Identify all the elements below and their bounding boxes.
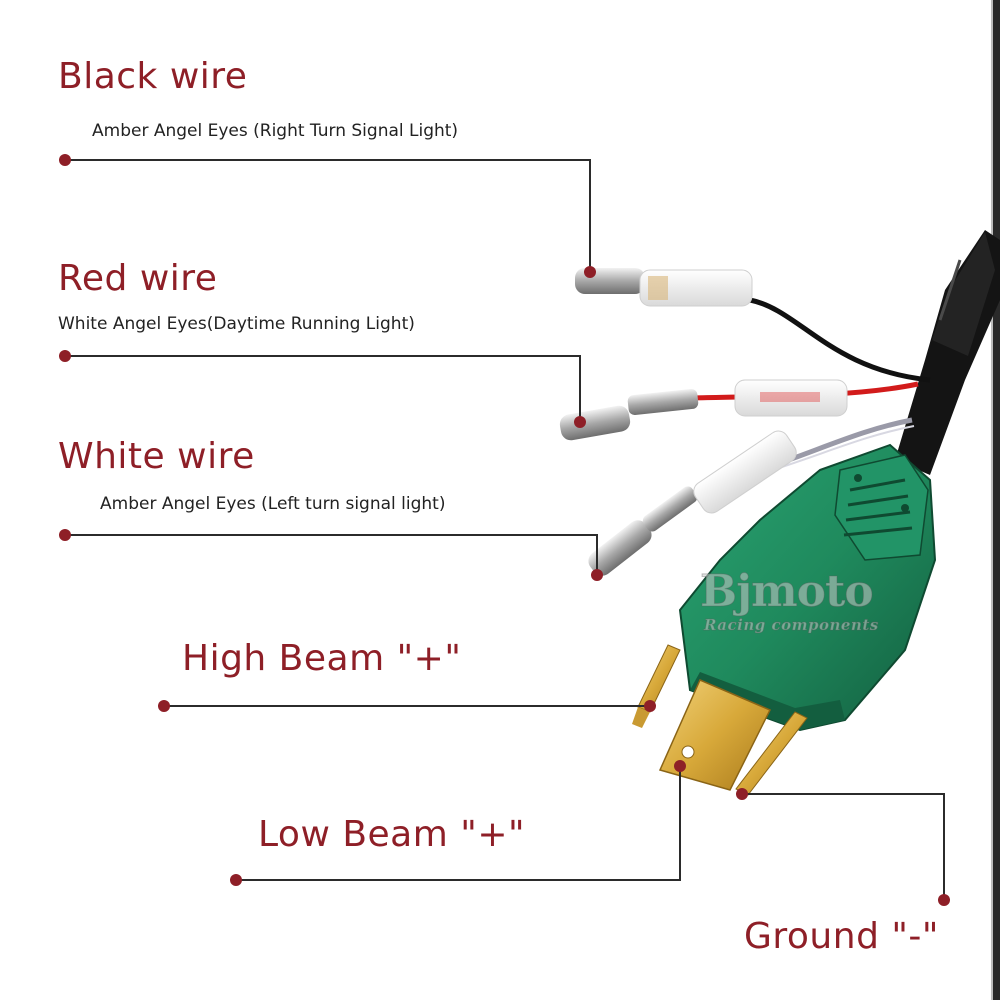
low-beam-pin (658, 679, 772, 791)
ground-title: Ground "-" (744, 916, 939, 957)
brand-tagline-watermark: Racing components (704, 616, 879, 635)
dot (736, 788, 748, 800)
black-wire-description: Amber Angel Eyes (Right Turn Signal Ligh… (92, 121, 459, 141)
white-wire-description: Amber Angel Eyes (Left turn signal light… (100, 494, 446, 514)
black-wire-title: Black wire (58, 56, 248, 97)
white-wire-terminal (588, 430, 797, 576)
dot (59, 154, 71, 166)
leader-white-wire (65, 534, 598, 575)
dot (674, 760, 686, 772)
leader-lines (65, 159, 945, 900)
dot (158, 700, 170, 712)
black-wire-terminal (575, 268, 753, 307)
black-wire (749, 297, 931, 383)
dot (59, 350, 71, 362)
cable-shrink-tube (932, 232, 995, 356)
brand-watermark: Bjmoto (700, 566, 875, 618)
leader-ground (742, 793, 945, 900)
red-wire-title: Red wire (58, 258, 218, 299)
dot (591, 569, 603, 581)
leader-low-beam (236, 766, 681, 881)
leader-black-wire (65, 159, 591, 272)
dot (938, 894, 950, 906)
dot (230, 874, 242, 886)
h4-connector-body (678, 443, 937, 732)
red-wire-terminal (559, 379, 848, 441)
leader-red-wire (65, 355, 581, 422)
frame-edge (993, 0, 1000, 1000)
leader-dots (59, 154, 950, 906)
dot (59, 529, 71, 541)
high-beam-title: High Beam "+" (182, 638, 462, 679)
white-wire-title: White wire (58, 436, 255, 477)
red-wire-description: White Angel Eyes(Daytime Running Light) (58, 314, 415, 334)
high-beam-pin (632, 644, 681, 728)
dot (644, 700, 656, 712)
low-beam-title: Low Beam "+" (258, 814, 526, 855)
frame-edge-highlight (991, 0, 993, 1000)
dot (574, 416, 586, 428)
dot (584, 266, 596, 278)
